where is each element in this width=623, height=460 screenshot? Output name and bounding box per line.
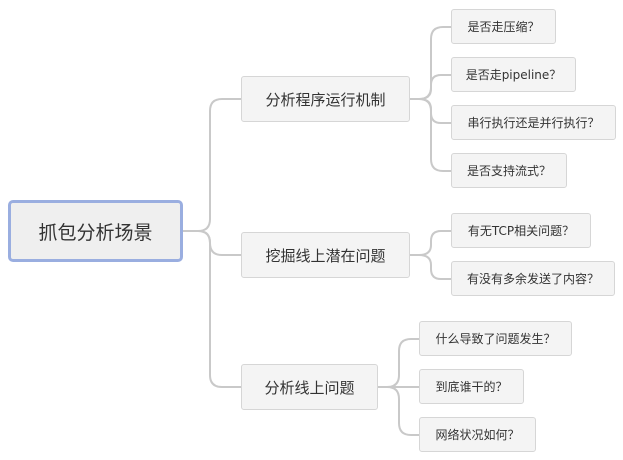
leaf-topic-streaming[interactable]: 是否支持流式？ [451,153,567,188]
connector-root-to-branch-1 [182,98,242,232]
leaf-topic-pipeline[interactable]: 是否走pipeline？ [451,57,576,92]
connector-root-to-branch-3 [182,230,242,388]
leaf-topic-network-status[interactable]: 网络状况如何？ [419,417,536,452]
connector-branch-2-leaf-1 [409,230,452,256]
leaf-topic-root-cause[interactable]: 什么导致了问题发生？ [419,321,572,356]
connector-branch-2-leaf-2 [409,254,452,280]
leaf-topic-tcp-issues[interactable]: 有无TCP相关问题？ [451,213,591,248]
leaf-topic-redundant-content[interactable]: 有没有多余发送了内容？ [451,261,615,296]
connector-branch-3-leaf-1 [377,338,420,388]
leaf-topic-who-did-it[interactable]: 到底谁干的？ [419,369,524,404]
branch-topic-runtime-mechanism[interactable]: 分析程序运行机制 [241,76,410,122]
branch-topic-online-issues[interactable]: 分析线上问题 [241,364,378,410]
branch-topic-potential-issues[interactable]: 挖掘线上潜在问题 [241,232,410,278]
connector-branch-1-leaf-4 [409,98,452,172]
connector-root-to-branch-2 [182,230,242,256]
connector-branch-1-leaf-2 [409,74,452,100]
leaf-topic-compression[interactable]: 是否走压缩？ [451,9,556,44]
connector-branch-3-leaf-3 [377,386,420,436]
root-topic[interactable]: 抓包分析场景 [8,200,183,262]
leaf-topic-serial-parallel[interactable]: 串行执行还是并行执行？ [451,105,616,140]
